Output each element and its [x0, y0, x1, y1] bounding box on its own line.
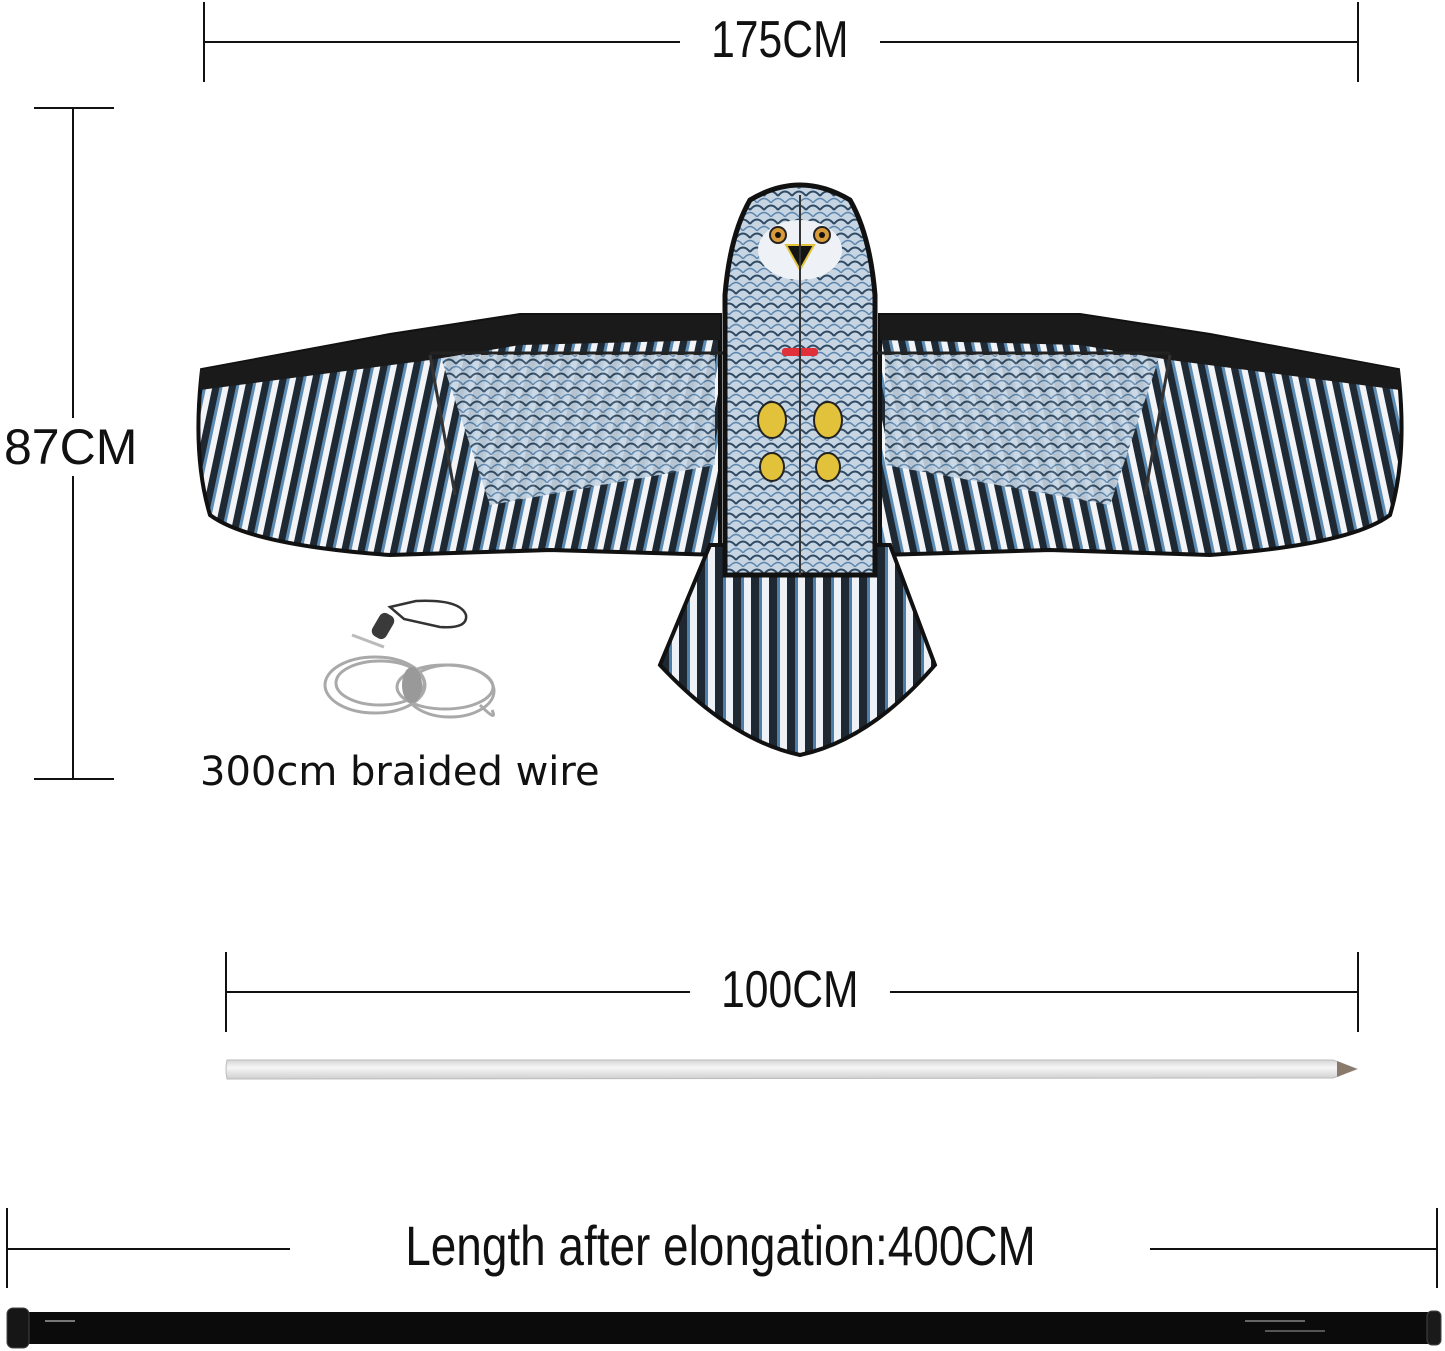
braided-wire-label: 300cm braided wire	[200, 749, 600, 795]
stake-image	[225, 1059, 1359, 1080]
pole-label: Length after elongation:400CM	[404, 1214, 1036, 1277]
wingspan-label: 175CM	[711, 11, 849, 69]
pole-image	[6, 1307, 1442, 1349]
height-label: 87CM	[4, 418, 138, 476]
stake-label: 100CM	[721, 961, 859, 1019]
height-bottom-tick	[34, 778, 114, 780]
eagle-kite-image	[196, 182, 1404, 758]
chest-marks	[757, 401, 843, 482]
tail	[657, 543, 938, 758]
height-top-tick	[34, 107, 114, 109]
braided-wire-image	[323, 599, 496, 719]
